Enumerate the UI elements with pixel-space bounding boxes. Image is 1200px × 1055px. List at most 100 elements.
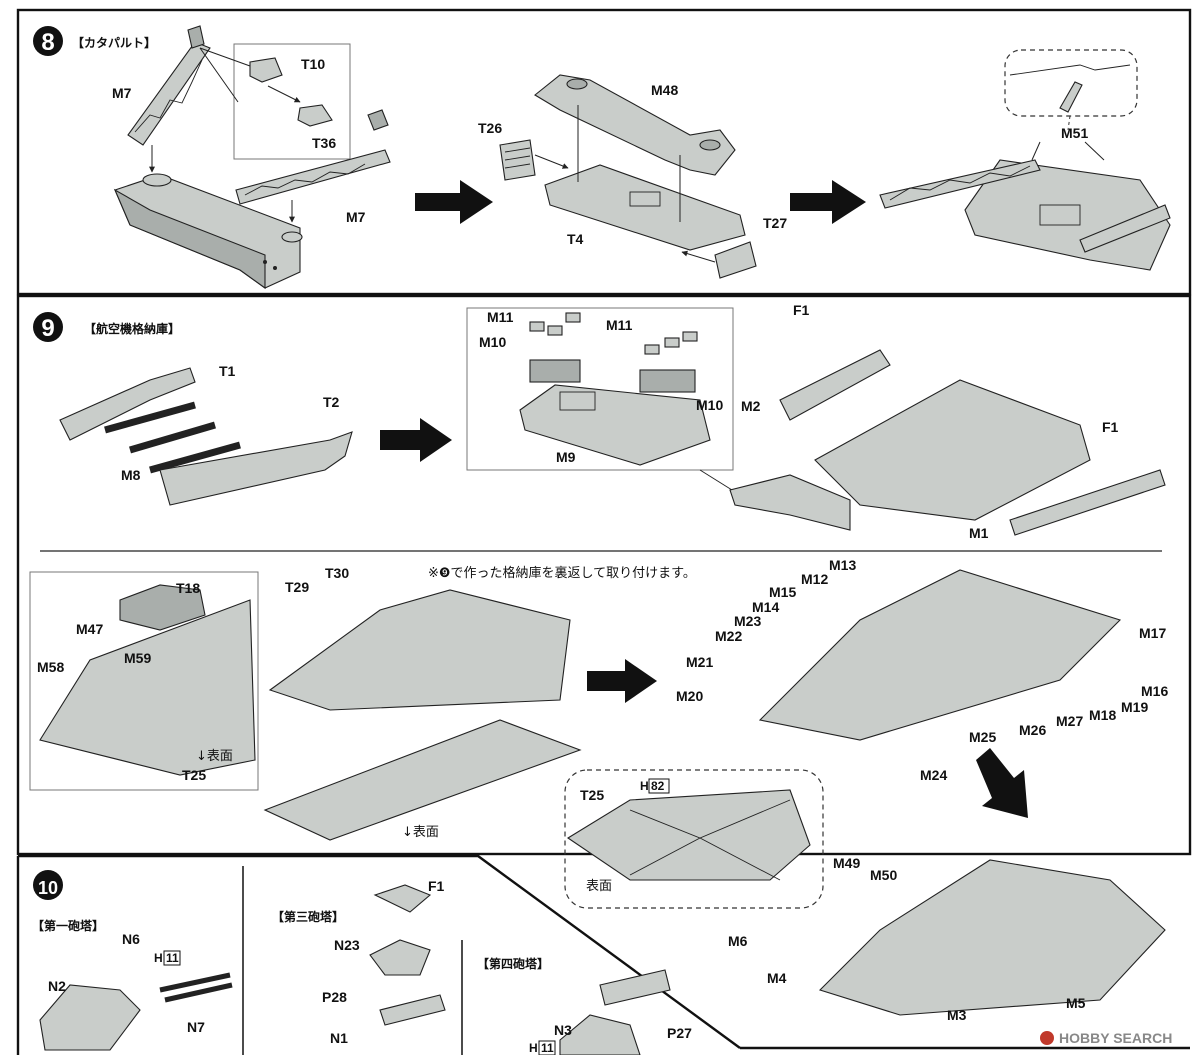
label-m21: M21 bbox=[686, 654, 713, 670]
step10-number: 10 bbox=[38, 878, 58, 898]
label-m8: M8 bbox=[121, 467, 141, 483]
flow-arrow-8a bbox=[415, 180, 493, 224]
part-t27 bbox=[714, 241, 757, 279]
step8-title: 【カタパルト】 bbox=[72, 35, 156, 50]
label-m58: M58 bbox=[37, 659, 64, 675]
part-t2 bbox=[159, 431, 353, 506]
part-m8 bbox=[104, 401, 241, 474]
label-m48: M48 bbox=[651, 82, 678, 98]
label-m17: M17 bbox=[1139, 625, 1166, 641]
label-t10: T10 bbox=[301, 56, 325, 72]
label-m16: M16 bbox=[1141, 683, 1168, 699]
label-m26: M26 bbox=[1019, 722, 1046, 738]
label-f1-top: F1 bbox=[793, 302, 810, 318]
label-m10-right: M10 bbox=[696, 397, 723, 413]
label-m25: M25 bbox=[969, 729, 996, 745]
watermark: HOBBY SEARCH bbox=[1040, 1030, 1172, 1046]
label-h11-b-number: 11 bbox=[541, 1041, 554, 1055]
hangar-assembly bbox=[729, 349, 1166, 536]
turret3-title: 【第三砲塔】 bbox=[272, 909, 344, 924]
label-m4: M4 bbox=[767, 970, 787, 986]
label-m19: M19 bbox=[1121, 699, 1148, 715]
label-m22: M22 bbox=[715, 628, 742, 644]
turret-n2 bbox=[39, 972, 233, 1051]
catapult-rail-m7-right bbox=[235, 109, 391, 205]
part-t4 bbox=[544, 164, 746, 251]
label-n2: N2 bbox=[48, 978, 66, 994]
label-m12: M12 bbox=[801, 571, 828, 587]
label-p27: P27 bbox=[667, 1025, 692, 1041]
label-n7: N7 bbox=[187, 1019, 205, 1035]
label-m14: M14 bbox=[752, 599, 779, 615]
label-m23: M23 bbox=[734, 613, 761, 629]
part-t10 bbox=[249, 57, 283, 83]
flow-arrow-8b bbox=[790, 180, 866, 224]
detail-box-m9 bbox=[466, 307, 734, 471]
label-n3: N3 bbox=[554, 1022, 572, 1038]
label-m20: M20 bbox=[676, 688, 703, 704]
label-t36: T36 bbox=[312, 135, 336, 151]
label-m9: M9 bbox=[556, 449, 576, 465]
step9-badge: 9 bbox=[33, 312, 63, 342]
label-m5: M5 bbox=[1066, 995, 1086, 1011]
detail-box-t25 bbox=[29, 571, 259, 791]
turret4-title: 【第四砲塔】 bbox=[477, 956, 549, 971]
hull-right bbox=[758, 569, 1122, 741]
label-t25-right: T25 bbox=[580, 787, 604, 803]
label-m7-left: M7 bbox=[112, 85, 132, 101]
zoom-detail-m51 bbox=[1004, 49, 1138, 117]
label-m1: M1 bbox=[969, 525, 989, 541]
label-n23: N23 bbox=[334, 937, 360, 953]
label-surface-3: 表面 bbox=[586, 879, 612, 894]
flow-arrow-9a bbox=[380, 418, 452, 462]
turret1-title: 【第一砲塔】 bbox=[32, 918, 104, 933]
label-t29: T29 bbox=[285, 579, 309, 595]
part-t36 bbox=[297, 104, 333, 127]
catapult-assembly bbox=[879, 159, 1171, 271]
label-m51: M51 bbox=[1061, 125, 1088, 141]
label-h11-a-number: 11 bbox=[166, 951, 179, 965]
label-t30: T30 bbox=[325, 565, 349, 581]
label-t4: T4 bbox=[567, 231, 584, 247]
label-n1: N1 bbox=[330, 1030, 348, 1046]
label-t27: T27 bbox=[763, 215, 787, 231]
label-f1-right: F1 bbox=[1102, 419, 1119, 435]
hull-center bbox=[263, 589, 582, 841]
label-t18: T18 bbox=[176, 580, 200, 596]
flow-arrow-9c bbox=[976, 748, 1028, 818]
step8-badge: 8 bbox=[33, 26, 63, 56]
label-m49: M49 bbox=[833, 855, 860, 871]
step9-number: 9 bbox=[41, 315, 54, 342]
part-m9 bbox=[519, 359, 711, 466]
part-t25-detail bbox=[39, 584, 256, 776]
label-m50: M50 bbox=[870, 867, 897, 883]
step9-title: 【航空機格納庫】 bbox=[84, 321, 180, 336]
label-m13: M13 bbox=[829, 557, 856, 573]
step8-number: 8 bbox=[41, 29, 54, 56]
label-m6: M6 bbox=[728, 933, 748, 949]
label-m24: M24 bbox=[920, 767, 947, 783]
label-h11-b: H bbox=[529, 1041, 538, 1055]
label-t2: T2 bbox=[323, 394, 340, 410]
label-n6: N6 bbox=[122, 931, 140, 947]
label-m27: M27 bbox=[1056, 713, 1083, 729]
label-h82: H bbox=[640, 779, 649, 793]
note-text: ※❾で作った格納庫を裏返して取り付けます。 bbox=[428, 565, 696, 581]
part-t26 bbox=[499, 139, 536, 181]
step8-frame bbox=[16, 8, 1192, 296]
label-h82-number: 82 bbox=[651, 779, 665, 793]
turret-n23 bbox=[369, 884, 446, 1026]
step10-badge: 10 bbox=[33, 870, 63, 900]
label-m10-left: M10 bbox=[479, 334, 506, 350]
label-t25-left: T25 bbox=[182, 767, 206, 783]
part-m48 bbox=[534, 74, 736, 176]
label-h11-a: H bbox=[154, 951, 163, 965]
turret-n3 bbox=[559, 969, 671, 1055]
label-m15: M15 bbox=[769, 584, 796, 600]
label-m47: M47 bbox=[76, 621, 103, 637]
part-t1 bbox=[59, 367, 196, 441]
hull-final bbox=[818, 859, 1166, 1016]
flow-arrow-9b bbox=[587, 659, 657, 703]
label-m59: M59 bbox=[124, 650, 151, 666]
